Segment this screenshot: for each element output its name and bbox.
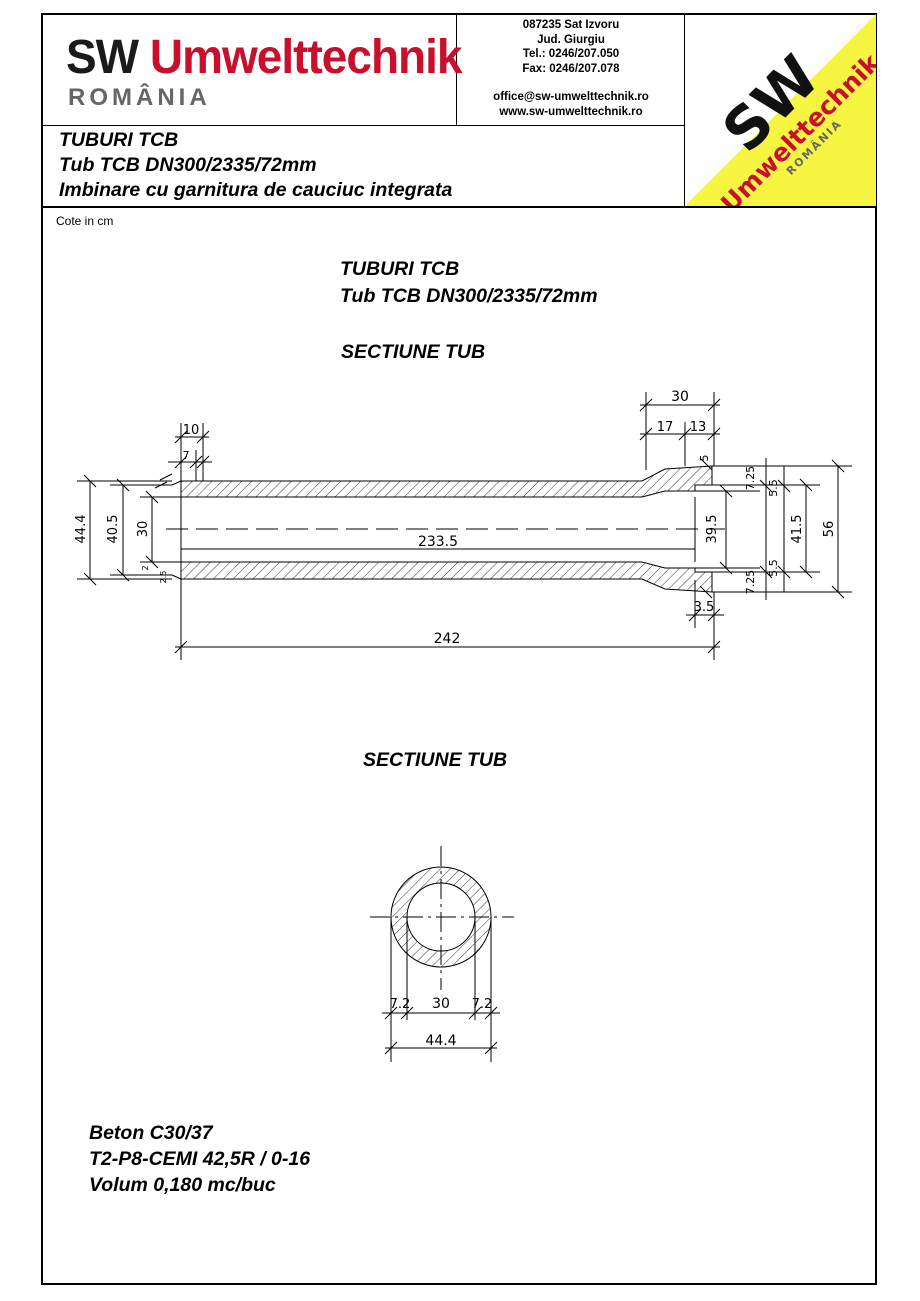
title-line-3: Imbinare cu garnitura de cauciuc integra… <box>59 179 453 201</box>
title-line-2: Tub TCB DN300/2335/72mm <box>59 154 317 176</box>
dim-wall-top-a: 7.25 <box>744 466 757 491</box>
contact-fax: Fax: 0246/207.078 <box>522 62 620 75</box>
brand-badge: SW Umwelttechnik ROMÂNIA <box>685 14 876 206</box>
dim-inner-length: 233.5 <box>418 534 458 550</box>
header-divider-1 <box>456 13 457 126</box>
dim-wall-left-d: 2.5 <box>159 571 168 584</box>
dim-outer-diameter: 44.4 <box>74 515 89 544</box>
title-line-1: TUBURI TCB <box>59 129 179 151</box>
logo-sw: SW <box>66 29 139 84</box>
dim-spigot-a: 10 <box>183 423 200 438</box>
contact-web: www.sw-umwelttechnik.ro <box>499 105 643 118</box>
header-mid-rule <box>41 125 685 126</box>
dim-socket-end: 3.5 <box>694 600 715 615</box>
drawing-title-1: TUBURI TCB <box>340 258 460 280</box>
logo-umwelttechnik: Umwelttechnik <box>149 29 463 84</box>
contact-county: Jud. Giurgiu <box>537 33 605 46</box>
dim-cross-inner: 30 <box>432 996 450 1012</box>
dim-socket-seat: 39.5 <box>705 515 720 544</box>
dim-spigot-b: 7 <box>183 449 190 462</box>
drawing-sheet <box>41 13 877 1285</box>
dim-spigot-diameter: 40.5 <box>106 515 121 544</box>
dim-wall-left-c: 2 <box>141 565 150 570</box>
dim-cross-wall-left: 7.2 <box>390 997 411 1012</box>
spec-concrete: Beton C30/37 <box>89 1122 213 1144</box>
contact-email: office@sw-umwelttechnik.ro <box>493 91 649 103</box>
pipe-spigot-end <box>171 480 182 580</box>
drawing-title-2: Tub TCB DN300/2335/72mm <box>340 285 598 307</box>
dim-wall-e: 5 <box>698 455 711 462</box>
company-logo: SW Umwelttechnik <box>66 28 463 85</box>
dim-total-length: 242 <box>434 631 461 647</box>
units-note: Cote in cm <box>56 214 114 228</box>
cross-section-title: SECTIUNE TUB <box>363 749 508 771</box>
spec-volume: Volum 0,180 mc/buc <box>89 1174 276 1196</box>
header-bottom-rule <box>41 206 877 208</box>
dim-socket-length: 30 <box>671 389 689 405</box>
pipe-cross-section: 7.2 30 7.2 44.4 <box>370 846 514 1062</box>
dim-cross-outer: 44.4 <box>425 1033 456 1049</box>
pipe-wall-bottom <box>180 561 713 593</box>
dim-cross-wall-right: 7.2 <box>472 997 493 1012</box>
contact-address: 087235 Sat Izvoru <box>522 19 620 31</box>
dim-inner-diameter: 30 <box>136 521 151 538</box>
contact-tel: Tel.: 0246/207.050 <box>522 48 620 60</box>
pipe-wall-top <box>180 465 713 498</box>
long-section-title: SECTIUNE TUB <box>341 341 486 363</box>
header-divider-2 <box>684 13 685 207</box>
title-block: TUBURI TCB Tub TCB DN300/2335/72mm Imbin… <box>59 128 452 203</box>
spec-cement: T2-P8-CEMI 42,5R / 0-16 <box>89 1148 311 1170</box>
dim-socket-diameter: 41.5 <box>790 515 805 544</box>
contact-block: 087235 Sat Izvoru Jud. Giurgiu Tel.: 024… <box>458 18 684 119</box>
dim-socket-a: 17 <box>657 420 674 435</box>
logo-country: ROMÂNIA <box>68 84 211 111</box>
dim-wall-bottom-a: 7.25 <box>744 570 757 595</box>
dim-wall-top-b: 5.5 <box>767 479 780 497</box>
dim-wall-bottom-b: 5.5 <box>767 559 780 577</box>
dim-socket-outer: 56 <box>822 521 837 538</box>
pipe-longitudinal-section: 44.4 40.5 30 233.5 242 30 17 13 10 7 3.5… <box>74 389 852 660</box>
dim-socket-b: 13 <box>690 420 707 435</box>
material-specs: Beton C30/37 T2-P8-CEMI 42,5R / 0-16 Vol… <box>89 1120 310 1198</box>
